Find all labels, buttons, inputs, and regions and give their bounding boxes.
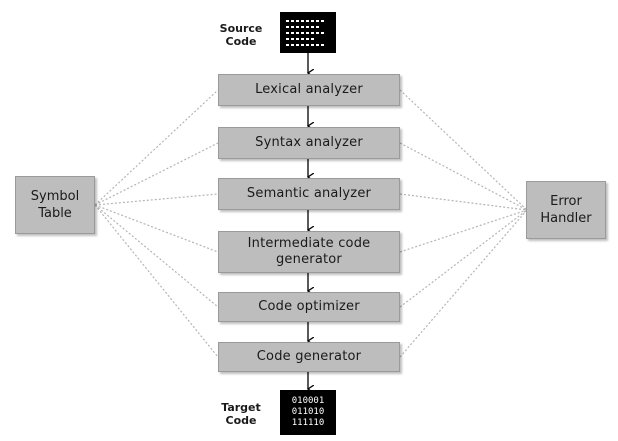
symbol-table-connector bbox=[94, 204, 219, 308]
source-code-icon bbox=[280, 12, 336, 53]
error-handler-connector bbox=[399, 142, 528, 211]
target-code-icon: 010001 011010 111110 bbox=[280, 390, 336, 435]
symbol-table-box: Symbol Table bbox=[15, 176, 95, 234]
symbol-table-connector bbox=[94, 193, 219, 206]
error-handler-connector bbox=[399, 193, 528, 211]
error-handler-box: Error Handler bbox=[526, 181, 606, 239]
phase-code-optimizer: Code optimizer bbox=[218, 292, 400, 322]
phase-lexical-analyzer: Lexical analyzer bbox=[218, 74, 400, 106]
phase-code-generator: Code generator bbox=[218, 342, 400, 372]
binary-line: 010001 bbox=[291, 396, 325, 406]
target-code-caption: Target Code bbox=[221, 401, 261, 427]
symbol-table-connector bbox=[94, 89, 219, 206]
error-handler-connector bbox=[399, 89, 528, 211]
error-handler-connector bbox=[399, 209, 528, 308]
binary-line: 011010 bbox=[291, 407, 325, 417]
source-code-caption: Source Code bbox=[219, 22, 263, 48]
phase-intermediate-code-generator: Intermediate code generator bbox=[218, 231, 400, 273]
symbol-table-connector bbox=[94, 204, 219, 253]
symbol-table-connector bbox=[94, 142, 219, 206]
error-handler-connector bbox=[399, 209, 528, 358]
binary-line: 111110 bbox=[291, 418, 325, 428]
symbol-table-connector bbox=[94, 204, 219, 358]
phase-syntax-analyzer: Syntax analyzer bbox=[218, 127, 400, 159]
phase-semantic-analyzer: Semantic analyzer bbox=[218, 178, 400, 210]
code-lines-icon bbox=[286, 20, 326, 46]
dotted-connectors bbox=[94, 89, 528, 358]
error-handler-connector bbox=[399, 209, 528, 253]
